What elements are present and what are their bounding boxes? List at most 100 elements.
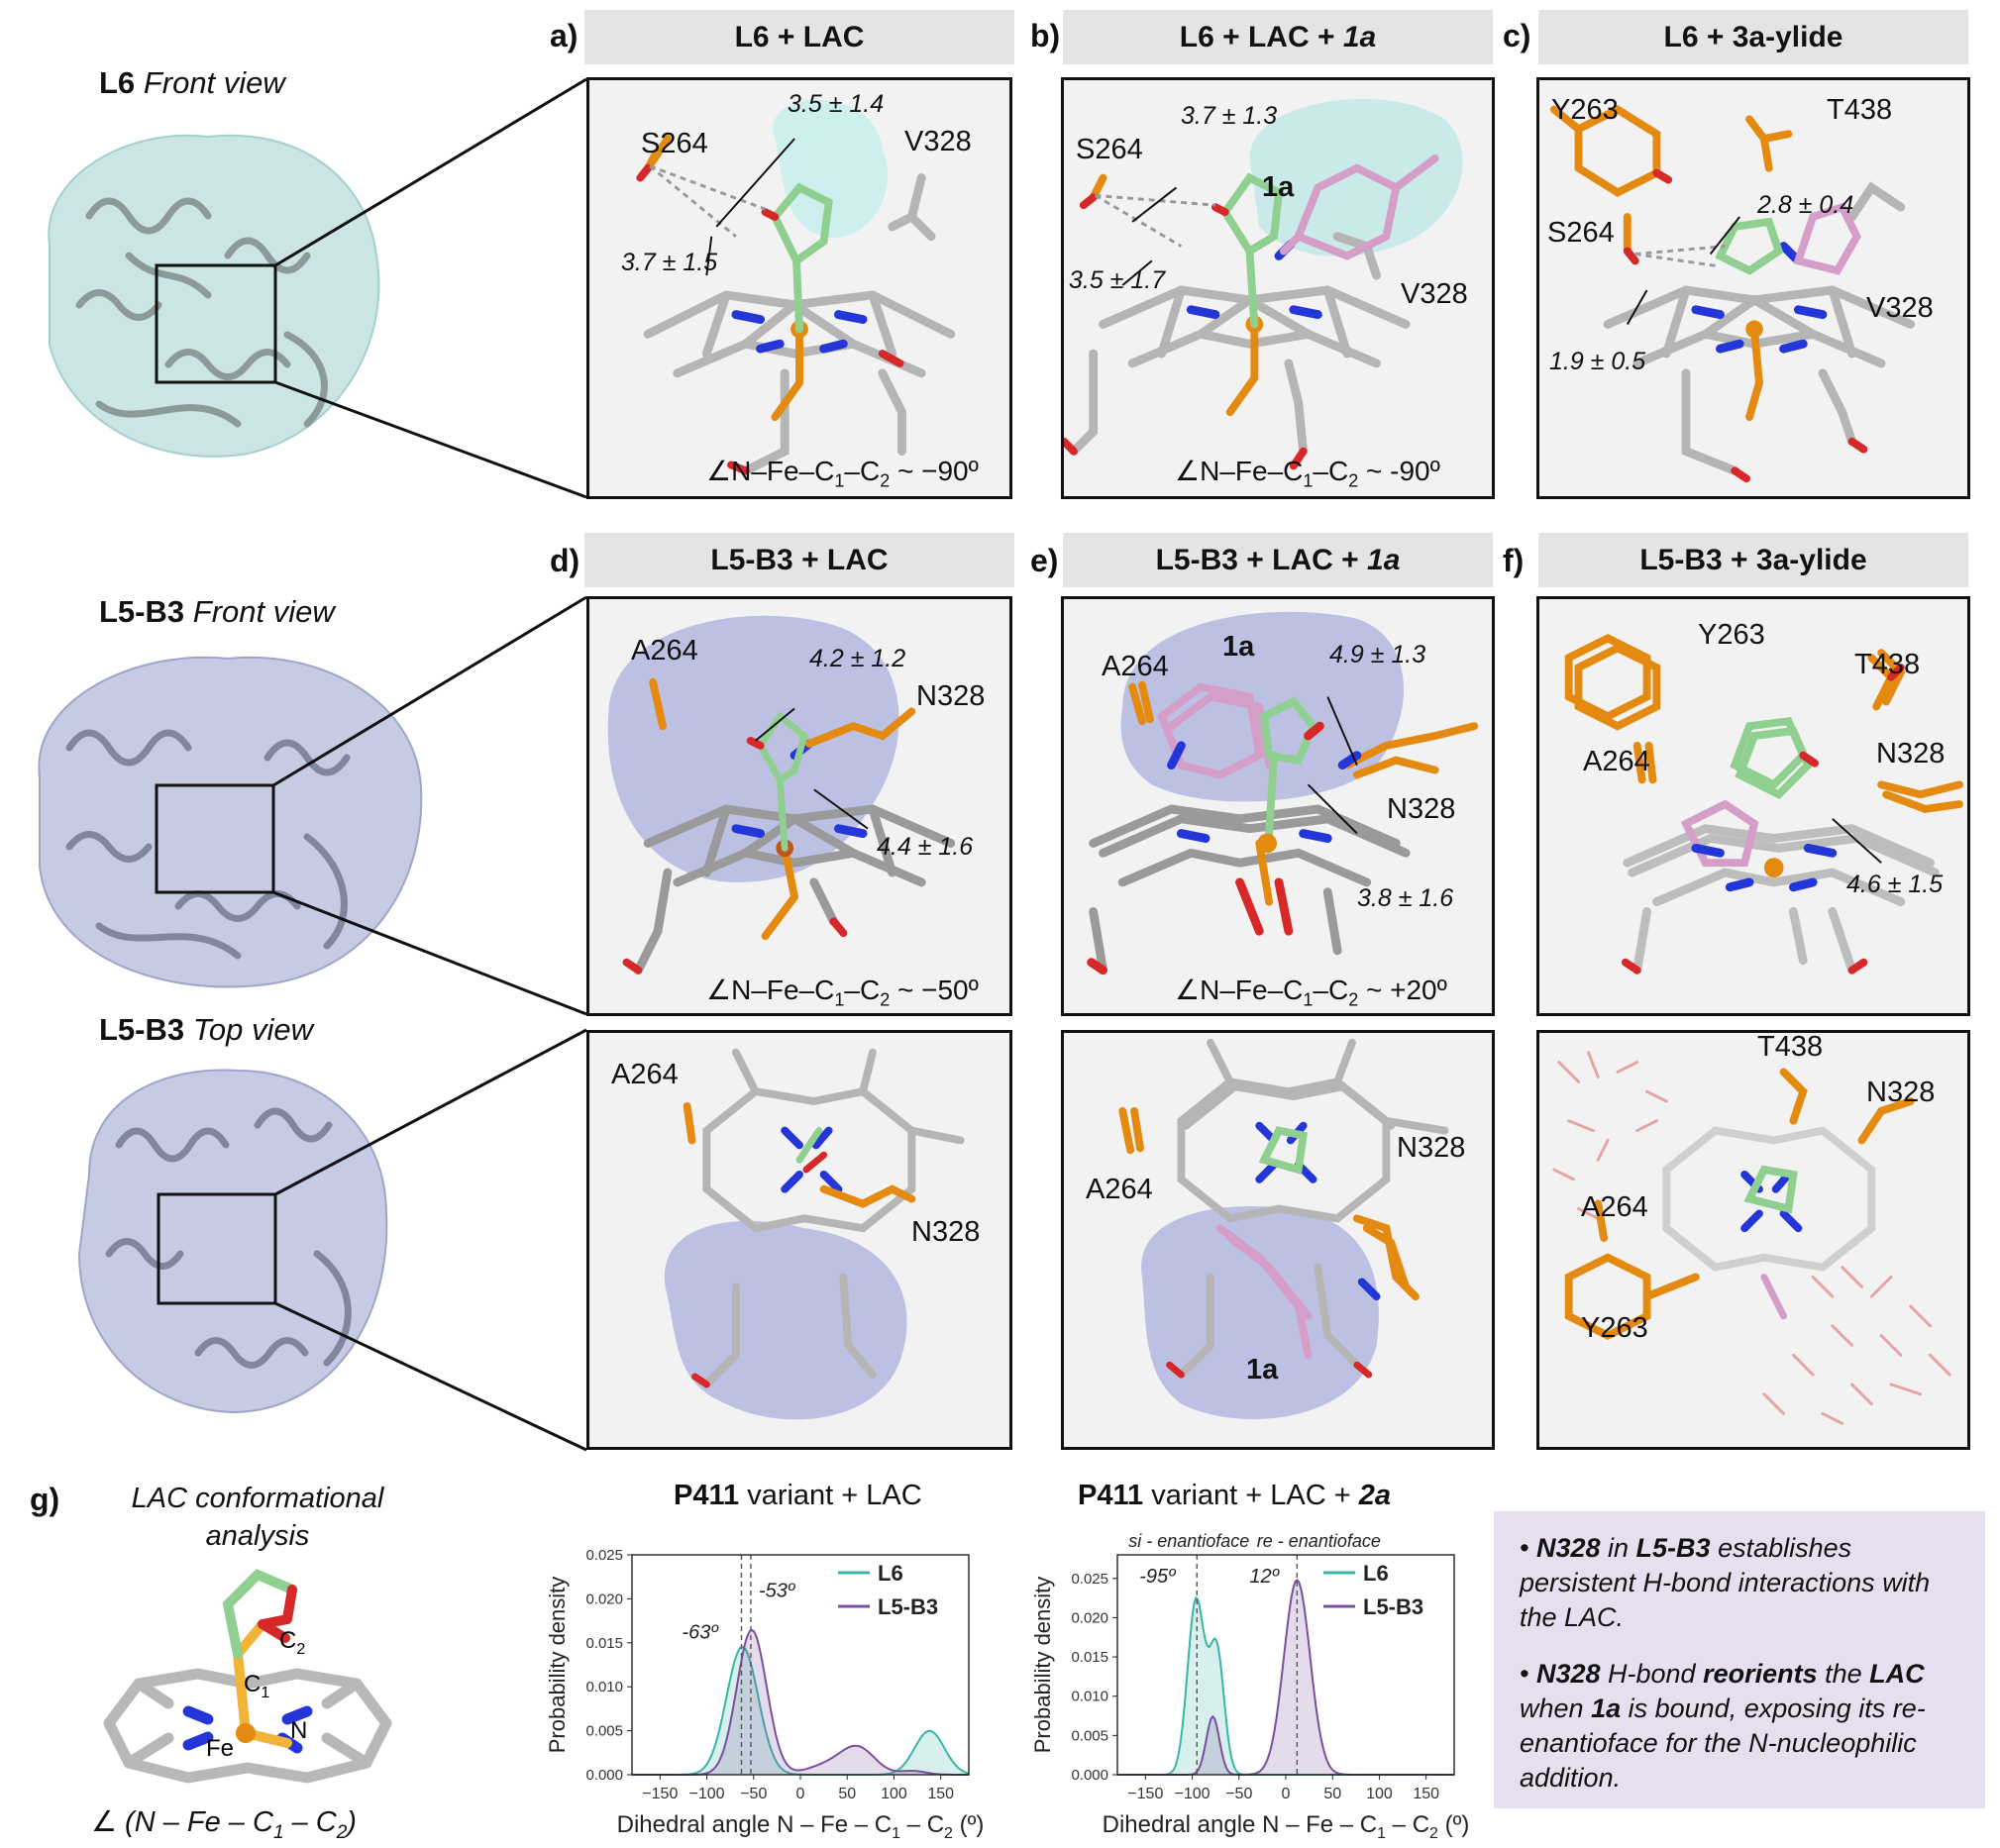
panel-f-header: L5-B3 + 3a-ylide (1538, 533, 1968, 587)
l6-front-view-title: L6 Front view (99, 65, 285, 100)
distance-label: 3.7 ± 1.3 (1181, 102, 1278, 130)
panel-f-top-render (1552, 1051, 1951, 1425)
peak-annotation: -53º (759, 1581, 796, 1602)
panel-f-structure: Y263 T438 A264 N328 4.6 ± 1.5 (1536, 596, 1970, 1016)
key-findings-box: • N328 in L5-B3 establishes persistent H… (1494, 1511, 1985, 1808)
series-area-l6 (1117, 1597, 1454, 1775)
x-tick-label: 50 (1323, 1786, 1341, 1802)
residue-label: S264 (641, 128, 708, 159)
x-tick-label: −100 (1175, 1786, 1211, 1802)
residue-label: S264 (1076, 134, 1143, 165)
y-axis-label: Probability density (1030, 1577, 1055, 1754)
x-tick-label: −50 (740, 1786, 767, 1802)
finding-1: • N328 in L5-B3 establishes persistent H… (1520, 1533, 1931, 1632)
panel-e-top-render (1118, 1038, 1449, 1419)
panel-b-render (1064, 98, 1463, 470)
panel-c-header: L6 + 3a-ylide (1538, 10, 1968, 64)
l5b3-top-view-title: L5-B3 Top view (99, 1012, 313, 1047)
panel-c-render (1549, 105, 1916, 483)
c2-atom-label: C2 (279, 1627, 305, 1658)
residue-label: A264 (1581, 1191, 1648, 1223)
y-tick-label: 0.010 (1071, 1689, 1108, 1705)
residue-label: N328 (1876, 738, 1946, 770)
dihedral-formula: ∠ (N – Fe – C1 – C2) (91, 1806, 357, 1843)
fe-atom-label: Fe (206, 1735, 234, 1762)
distance-label: 3.5 ± 1.4 (788, 90, 885, 118)
legend-label: L6 (1363, 1561, 1389, 1586)
dihedral-angle-label: ∠N–Fe–C1–C2 ~ -90º (1175, 456, 1440, 491)
residue-label: A264 (611, 1059, 679, 1090)
panel-label-g: g) (30, 1482, 60, 1517)
panel-d-structure: A264 N328 4.2 ± 1.2 4.4 ± 1.6 ∠N–Fe–C1–C… (586, 596, 1012, 1016)
x-tick-label: 0 (1282, 1786, 1291, 1802)
n-atom-label: N (290, 1717, 307, 1744)
chart-1-title: P411 variant + LAC (674, 1480, 922, 1511)
y-tick-label: 0.025 (1071, 1571, 1108, 1588)
x-tick-label: 150 (927, 1786, 954, 1802)
l5b3-front-protein-thumbnail (38, 656, 423, 988)
panel-e-header: L5-B3 + LAC + 1a (1063, 533, 1493, 587)
panel-d-render (607, 615, 956, 975)
panel-e-render (1087, 611, 1479, 975)
panel-e-top-view: A264 N328 1a (1061, 1030, 1495, 1450)
residue-label: N328 (1866, 1077, 1936, 1108)
residue-label: N328 (911, 1216, 981, 1248)
residue-label: V328 (1866, 292, 1934, 324)
panel-e-structure: 1a A264 N328 4.9 ± 1.3 3.8 ± 1.6 ∠N–Fe–C… (1061, 596, 1495, 1016)
distance-label: 4.9 ± 1.3 (1329, 641, 1426, 668)
panel-a-header: L6 + LAC (584, 10, 1014, 64)
x-axis-label-sub: 1 (892, 1825, 900, 1842)
x-tick-label: 50 (838, 1786, 856, 1802)
dihedral-angle-label: ∠N–Fe–C1–C2 ~ −90º (706, 456, 979, 491)
x-axis-label: Dihedral angle N – Fe – C1 – C2 (º) (617, 1811, 985, 1842)
residue-label: Y263 (1581, 1312, 1648, 1344)
residue-label: A264 (1102, 651, 1169, 682)
x-tick-label: −150 (1127, 1786, 1163, 1802)
y-axis-label: Probability density (545, 1577, 570, 1754)
panel-d-header: L5-B3 + LAC (584, 533, 1014, 587)
residue-label: A264 (631, 635, 698, 667)
l5b3-top-protein-thumbnail (77, 1069, 388, 1414)
y-tick-label: 0.005 (585, 1723, 623, 1740)
panel-f-top-view: T438 N328 A264 Y263 (1536, 1030, 1970, 1450)
y-tick-label: 0.015 (585, 1635, 623, 1652)
y-tick-label: 0.020 (1071, 1609, 1108, 1626)
x-axis-label-sub2: 2 (944, 1825, 953, 1842)
enantioface-annotation: si - enantioface (1128, 1531, 1249, 1551)
y-tick-label: 0.010 (585, 1679, 623, 1695)
panel-label-d: d) (550, 543, 580, 578)
x-tick-label: −100 (689, 1786, 725, 1802)
x-tick-label: −150 (642, 1786, 678, 1802)
finding-2: • N328 H-bond reorients the LAC when 1a … (1520, 1659, 1926, 1793)
residue-label: A264 (1086, 1174, 1153, 1205)
panel-label-a: a) (550, 18, 579, 53)
residue-label: N328 (916, 680, 986, 712)
x-axis-label-sub: 1 (1377, 1825, 1386, 1842)
series-area-l5-b3 (1117, 1580, 1454, 1775)
residue-label: S264 (1547, 217, 1615, 249)
y-tick-label: 0.020 (585, 1591, 623, 1607)
y-tick-label: 0.000 (585, 1767, 623, 1784)
c1-atom-label: C1 (244, 1671, 269, 1701)
y-tick-label: 0.005 (1071, 1727, 1108, 1744)
peak-annotation: -63º (683, 1621, 720, 1643)
panel-d-top-render (664, 1048, 965, 1420)
residue-label: T438 (1757, 1031, 1824, 1063)
dihedral-angle-label: ∠N–Fe–C1–C2 ~ −50º (706, 975, 979, 1010)
x-tick-label: 100 (1366, 1786, 1393, 1802)
x-axis-label-unit: (º) (1438, 1811, 1469, 1838)
x-tick-label: −50 (1225, 1786, 1252, 1802)
y-tick-label: 0.015 (1071, 1649, 1108, 1666)
residue-label: T438 (1827, 94, 1893, 126)
x-axis-label-rest: – C (900, 1811, 944, 1838)
ligand-label: 1a (1222, 631, 1255, 663)
ligand-label: 1a (1262, 171, 1295, 203)
panel-b-header: L6 + LAC + 1a (1063, 10, 1493, 64)
l5b3-front-view-title: L5-B3 Front view (99, 594, 335, 629)
legend-label: L5-B3 (878, 1594, 938, 1619)
distance-label: 3.5 ± 1.7 (1069, 266, 1166, 294)
panel-b-structure: S264 V328 1a 3.7 ± 1.3 3.5 ± 1.7 ∠N–Fe–C… (1061, 77, 1495, 499)
residue-label: A264 (1583, 746, 1650, 777)
